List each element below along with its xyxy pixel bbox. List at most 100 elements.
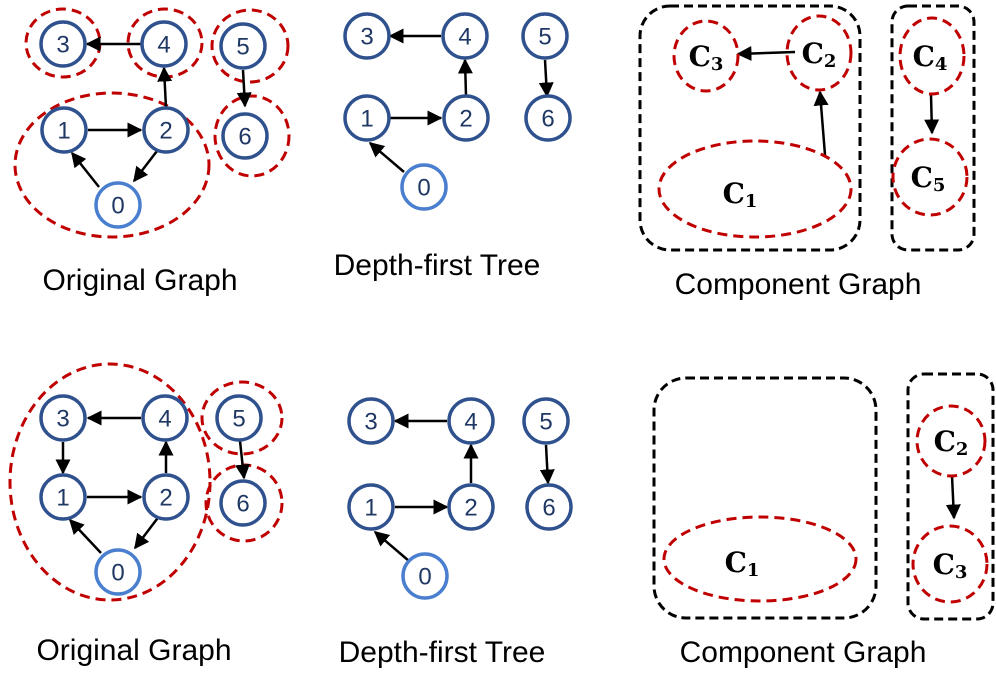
edge-0-1 <box>368 142 405 173</box>
caption-original-graph-row2: Original Graph <box>36 634 231 667</box>
node-6: 6 <box>219 479 267 527</box>
svg-text:C2: C2 <box>802 37 837 72</box>
svg-text:6: 6 <box>236 491 249 518</box>
svg-text:C1: C1 <box>725 546 760 581</box>
caption-original-graph-row1: Original Graph <box>42 264 237 297</box>
component-ring-5 <box>210 8 290 84</box>
node-3: 3 <box>347 397 395 445</box>
component-box-left <box>638 4 862 252</box>
node-1: 1 <box>40 106 88 154</box>
edge-5-6 <box>539 444 555 485</box>
svg-text:3: 3 <box>56 406 69 433</box>
node-6: 6 <box>525 483 573 531</box>
component-graph-row1: C3 C2 C1 C4 C5 Component Graph <box>638 4 976 301</box>
component-ring-5 <box>200 380 284 456</box>
node-4: 4 <box>441 12 489 60</box>
svg-text:2: 2 <box>159 118 172 145</box>
node-1: 1 <box>39 473 87 521</box>
svg-text:0: 0 <box>417 175 430 202</box>
dfs-tree-row2: 3 4 5 1 2 6 0 Depth-first Tree <box>339 397 573 669</box>
svg-text:1: 1 <box>57 118 70 145</box>
svg-text:0: 0 <box>418 564 431 591</box>
svg-text:6: 6 <box>238 124 251 151</box>
edge-C1-C2 <box>813 90 829 156</box>
node-6: 6 <box>524 94 572 142</box>
svg-text:5: 5 <box>538 24 551 51</box>
node-3: 3 <box>39 20 87 68</box>
edge-0-1 <box>71 151 100 188</box>
node-3: 3 <box>343 12 391 60</box>
svg-text:C5: C5 <box>911 161 946 196</box>
node-4: 4 <box>140 20 188 68</box>
node-5: 5 <box>522 397 570 445</box>
edge-2-0 <box>133 150 158 183</box>
component-C5: C5 <box>891 137 969 217</box>
svg-text:0: 0 <box>111 193 124 220</box>
component-C1: C1 <box>657 139 853 239</box>
caption-dfs-tree-row2: Depth-first Tree <box>339 636 546 669</box>
node-1: 1 <box>347 483 395 531</box>
original-graph-row2: 3 4 5 1 2 6 0 Original Graph <box>8 362 284 667</box>
svg-text:5: 5 <box>232 406 245 433</box>
node-0: 0 <box>400 163 448 211</box>
edge-C2-C3 <box>945 475 961 520</box>
svg-text:4: 4 <box>464 409 477 436</box>
svg-text:6: 6 <box>541 106 554 133</box>
node-4: 4 <box>447 397 495 445</box>
dfs-tree-row1: 3 4 5 1 2 6 0 Depth-first Tree <box>334 12 572 282</box>
svg-text:5: 5 <box>539 409 552 436</box>
original-graph-row1: 3 4 5 1 2 6 0 Original Graph <box>13 7 291 297</box>
svg-text:C3: C3 <box>689 40 724 75</box>
node-1: 1 <box>343 94 391 142</box>
node-0: 0 <box>94 548 142 596</box>
component-C1: C1 <box>662 515 858 603</box>
node-2: 2 <box>447 483 495 531</box>
edge-5-6 <box>538 59 554 98</box>
edge-C2-C3 <box>736 46 796 62</box>
node-6: 6 <box>221 112 269 160</box>
node-2: 2 <box>142 473 190 521</box>
node-0: 0 <box>401 552 449 600</box>
edge-2-0 <box>134 514 161 550</box>
svg-text:1: 1 <box>360 106 373 133</box>
component-ring-6 <box>213 94 291 178</box>
component-ring-01234 <box>8 362 212 602</box>
svg-text:C3: C3 <box>933 548 968 583</box>
svg-text:2: 2 <box>159 485 172 512</box>
node-4: 4 <box>141 394 189 442</box>
svg-text:4: 4 <box>458 24 471 51</box>
svg-text:2: 2 <box>464 495 477 522</box>
edge-5-6 <box>235 440 251 480</box>
edge-2-4 <box>457 58 473 97</box>
component-C4: C4 <box>898 16 966 96</box>
edge-0-1 <box>68 518 102 554</box>
component-C2: C2 <box>785 14 853 92</box>
svg-text:6: 6 <box>542 495 555 522</box>
svg-text:3: 3 <box>56 32 69 59</box>
row-2: 3 4 5 1 2 6 0 Original Graph 3 4 5 1 2 6… <box>8 362 995 669</box>
node-2: 2 <box>142 106 190 154</box>
component-C3: C3 <box>672 19 740 93</box>
node-5: 5 <box>219 22 267 70</box>
node-3: 3 <box>39 394 87 442</box>
node-5: 5 <box>521 12 569 60</box>
svg-text:3: 3 <box>360 24 373 51</box>
svg-text:4: 4 <box>158 406 171 433</box>
svg-text:1: 1 <box>364 495 377 522</box>
edge-5-6 <box>236 69 252 108</box>
svg-text:C1: C1 <box>723 177 758 212</box>
node-2: 2 <box>442 94 490 142</box>
caption-dfs-tree-row1: Depth-first Tree <box>334 249 541 282</box>
svg-text:2: 2 <box>459 106 472 133</box>
row-1: 3 4 5 1 2 6 0 Original Graph 3 4 5 1 2 6… <box>13 4 976 301</box>
component-graph-row2: C1 C2 C3 Component Graph <box>652 372 995 669</box>
component-C3: C3 <box>911 524 989 604</box>
component-C2: C2 <box>915 404 987 478</box>
svg-text:4: 4 <box>157 32 170 59</box>
svg-text:3: 3 <box>364 409 377 436</box>
caption-component-graph-row1: Component Graph <box>675 268 922 301</box>
node-5: 5 <box>215 394 263 442</box>
svg-text:1: 1 <box>56 485 69 512</box>
node-0: 0 <box>94 181 142 229</box>
